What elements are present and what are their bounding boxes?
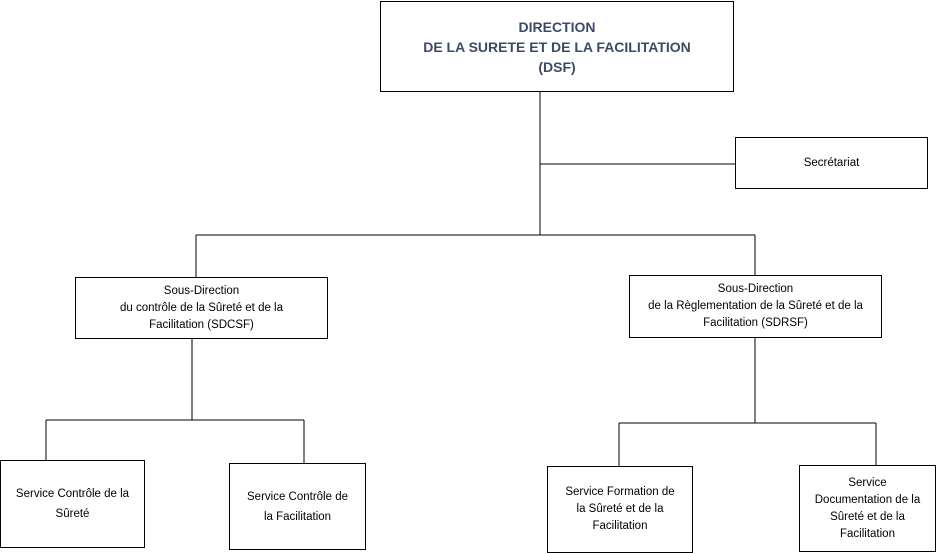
direction-box: DIRECTION DE LA SURETE ET DE LA FACILITA… xyxy=(380,1,734,92)
service-documentation-label: Service Documentation de la Sûreté et de… xyxy=(814,476,921,540)
secretariat-label: Secrétariat xyxy=(803,156,860,169)
service-controle-facilitation-box: Service Contrôle de la Facilitation xyxy=(229,463,366,550)
secretariat-box: Secrétariat xyxy=(735,137,928,189)
service-formation-box: Service Formation de la Sûreté et de la … xyxy=(547,466,693,553)
service-documentation-box: Service Documentation de la Sûreté et de… xyxy=(799,465,936,552)
subdirection-reglementation-label: Sous-Direction de la Règlementation de l… xyxy=(648,283,863,329)
subdirection-reglementation-box: Sous-Direction de la Règlementation de l… xyxy=(629,275,882,338)
direction-title: DIRECTION DE LA SURETE ET DE LA FACILITA… xyxy=(423,18,691,75)
service-controle-surete-box: Service Contrôle de la Sûreté xyxy=(0,460,145,548)
subdirection-controle-box: Sous-Direction du contrôle de la Sûreté … xyxy=(75,277,328,339)
subdirection-controle-label: Sous-Direction du contrôle de la Sûreté … xyxy=(119,284,284,331)
service-controle-surete-label: Service Contrôle de la Sûreté xyxy=(15,488,130,520)
service-formation-label: Service Formation de la Sûreté et de la … xyxy=(565,486,675,532)
service-controle-facilitation-label: Service Contrôle de la Facilitation xyxy=(247,490,348,523)
